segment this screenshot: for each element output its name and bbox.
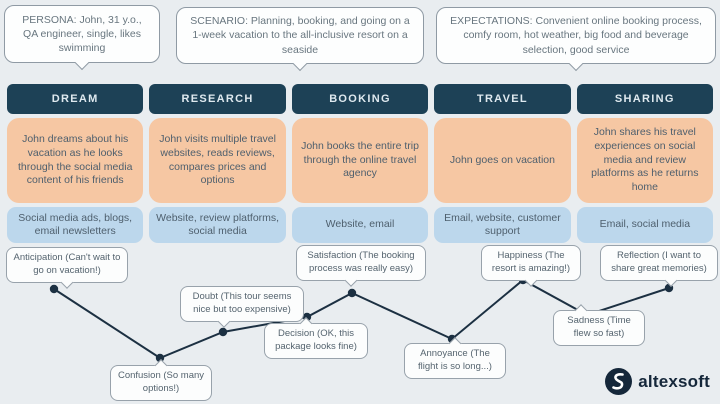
expectations-bubble: EXPECTATIONS: Convenient online booking … [436, 7, 716, 64]
altexsoft-logo-text: altexsoft [638, 371, 710, 391]
emotion-label-happiness: Happiness (The resort is amazing!) [481, 245, 581, 281]
activities-row: John dreams about his vacation as he loo… [7, 118, 714, 203]
emotion-label-reflection: Reflection (I want to share great memori… [600, 245, 718, 281]
emotion-label-sadness: Sadness (Time flew so fast) [553, 310, 645, 346]
channels-row: Social media ads, blogs, email newslette… [7, 207, 714, 243]
activity-research: John visits multiple travel websites, re… [149, 118, 286, 203]
persona-bubble: PERSONA: John, 31 y.o., QA engineer, sin… [4, 5, 160, 63]
emotion-label-satisfaction: Satisfaction (The booking process was re… [296, 245, 426, 281]
emotion-label-confusion: Confusion (So many options!) [110, 365, 212, 401]
stage-header-research: RESEARCH [149, 84, 286, 114]
activity-booking: John books the entire trip through the o… [291, 118, 429, 203]
channels-booking: Website, email [291, 207, 429, 243]
stage-header-travel: TRAVEL [434, 84, 571, 114]
altexsoft-logo: altexsoft [605, 368, 710, 395]
channels-sharing: Email, social media [576, 207, 714, 243]
activity-sharing: John shares his travel experiences on so… [576, 118, 714, 203]
scenario-bubble: SCENARIO: Planning, booking, and going o… [176, 7, 424, 64]
stage-header-dream: DREAM [7, 84, 144, 114]
emotion-label-doubt: Doubt (This tour seems nice but too expe… [180, 286, 304, 322]
activity-travel: John goes on vacation [434, 118, 571, 203]
channels-travel: Email, website, customer support [434, 207, 571, 243]
emotion-label-annoyance: Annoyance (The flight is so long...) [404, 343, 506, 379]
channels-dream: Social media ads, blogs, email newslette… [7, 207, 144, 243]
emotion-label-decision: Decision (OK, this package looks fine) [264, 323, 368, 359]
altexsoft-logo-icon [605, 368, 633, 395]
stage-header-booking: BOOKING [291, 84, 429, 114]
stage-header-sharing: SHARING [576, 84, 714, 114]
channels-research: Website, review platforms, social media [149, 207, 286, 243]
emotion-label-anticipation: Anticipation (Can't wait to go on vacati… [6, 247, 128, 283]
stage-headers-row: DREAM RESEARCH BOOKING TRAVEL SHARING [7, 84, 714, 114]
activity-dream: John dreams about his vacation as he loo… [7, 118, 144, 203]
